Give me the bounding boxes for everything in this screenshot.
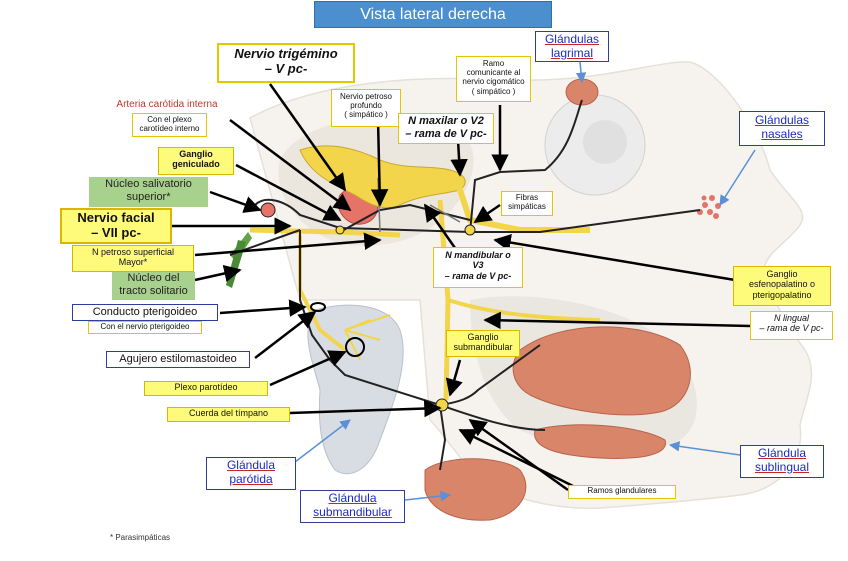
label-line: Ramo [482,59,505,68]
title-text: Vista lateral derecha [360,6,506,23]
eye-iris [583,120,627,164]
label-line: sublingual [754,459,810,474]
label-parotid-plexus: Plexo parotídeo [144,381,268,396]
label-nasal-glands: Glándulas nasales [739,111,825,146]
label-line: esfenopalatino o [748,279,816,290]
label-line: pterigopalatino [752,289,812,300]
label-line: ( simpático ) [344,110,388,120]
label-greater-petrosal-nerve: N petroso superficial Mayor* [72,245,194,272]
label-line: Glándulas [544,32,600,46]
submandibular-gland-shape [424,458,527,521]
label-line: Glándula [328,491,377,505]
label-text: Conducto pterigoideo [92,306,198,318]
footnote: * Parasimpáticas [110,533,200,545]
parotid-gland-shape [307,304,404,475]
label-line: lagrimal [550,45,593,60]
label-trigeminal-nerve: Nervio trigémino – V pc- [217,43,355,83]
label-maxillary-nerve: N maxilar o V2 – rama de V pc- [398,113,494,144]
label-deep-petrosal-nerve: Nervio petroso profundo ( simpático ) [331,89,401,127]
label-line: Nervio facial [77,210,155,225]
lingual-nerve [447,298,601,322]
label-line: Con el plexo [147,115,192,124]
label-line: nervio cigomático [462,77,525,87]
label-facial-nerve: Nervio facial – VII pc- [60,208,172,244]
label-line: V3 [472,260,484,271]
parotid-plexus-ring [345,337,365,357]
pointer-arrows [172,83,751,492]
label-line: N maxilar o V2 [408,115,484,127]
sublingual-gland-lower [534,424,666,459]
label-line: profundo [350,101,382,111]
label-carotid-plexus: Con el plexo carotídeo interno [132,113,207,137]
label-text: Con el nervio pterigoideo [100,322,190,331]
label-line: Glándulas [754,113,810,127]
label-line: Ganglio [467,332,499,342]
label-text: Agujero estilomastoideo [119,353,237,365]
label-line: Glándula [226,458,276,472]
label-pterygopalatine-ganglion: Ganglio esfenopalatino o pterigopalatino [733,266,831,306]
label-glandular-branches: Ramos glandulares [568,485,676,499]
label-communicating-branch: Ramo comunicante al nervio cigomático ( … [456,56,531,102]
label-line: simpáticas [508,202,546,212]
label-line: submandibular [453,342,513,353]
label-line: geniculado [172,159,220,170]
label-line: – rama de V pc- [759,323,824,334]
label-line: N lingual [773,313,810,323]
label-line: – V pc- [264,60,308,76]
label-line: – rama de V pc- [444,270,512,281]
label-line: Núcleo salivatorio [105,178,192,190]
label-mandibular-nerve: N mandibular o V3 – rama de V pc- [433,247,523,288]
label-line: carotídeo interno [139,124,200,134]
label-line: superior* [126,190,171,203]
label-line: comunicante al [466,68,521,78]
label-line: N mandibular o [445,250,511,260]
brainstem-nucleus-tail [226,240,246,288]
label-sublingual-gland: Glándula sublingual [740,445,824,478]
label-text: Ramos glandulares [587,486,657,495]
label-line: Nervio petroso [339,92,393,101]
label-line: parótida [229,471,273,486]
label-sympathetic-fibers: Fibras simpáticas [501,191,553,216]
label-submandibular-ganglion: Ganglio submandibular [446,330,520,357]
label-line: Mayor* [118,257,148,268]
label-stylomastoid-foramen: Agujero estilomastoideo [106,351,250,368]
sublingual-gland-shape [512,326,691,416]
label-parotid-gland: Glándula parótida [206,457,296,490]
label-line: nasales [761,126,803,141]
label-lacrimal-gland: Glándulas lagrimal [535,31,609,62]
title-banner: Vista lateral derecha [314,1,552,28]
label-line: Nervio trigémino [234,46,338,61]
label-solitary-tract-nucleus: Núcleo del tracto solitario [112,272,195,300]
label-line: Ganglio [179,149,213,159]
footnote-text: * Parasimpáticas [110,533,171,542]
label-lingual-nerve: N lingual – rama de V pc- [750,311,833,340]
label-line: Ganglio [766,269,798,279]
label-line: tracto solitario [119,284,188,297]
label-pterygoid-nerve: Con el nervio pterigoideo [88,321,202,334]
label-text: Plexo parotídeo [174,382,238,392]
label-geniculate-ganglion: Ganglio geniculado [158,147,234,175]
label-line: Glándula [757,446,807,460]
label-text: Arteria carótida interna [116,99,218,110]
foramen-stylomastoid-ring [310,302,326,312]
label-text: Cuerda del tímpano [188,408,269,418]
label-pterygoid-canal: Conducto pterigoideo [72,304,218,321]
label-submandibular-gland: Glándula submandibular [300,490,405,523]
label-chorda-tympani: Cuerda del tímpano [167,407,290,422]
label-line: – rama de V pc- [405,127,487,140]
label-line: Fibras [515,193,539,202]
label-superior-salivatory-nucleus: Núcleo salivatorio superior* [89,177,208,207]
parotid-plexus [344,314,391,361]
label-line: ( simpático ) [471,86,516,96]
label-line: – VII pc- [91,224,141,240]
label-line: Núcleo del [127,272,180,284]
blue-pointer-arrows [294,61,756,502]
label-line: N petroso superficial [91,247,175,257]
label-internal-carotid: Arteria carótida interna [106,99,228,113]
label-line: submandibular [313,504,392,519]
